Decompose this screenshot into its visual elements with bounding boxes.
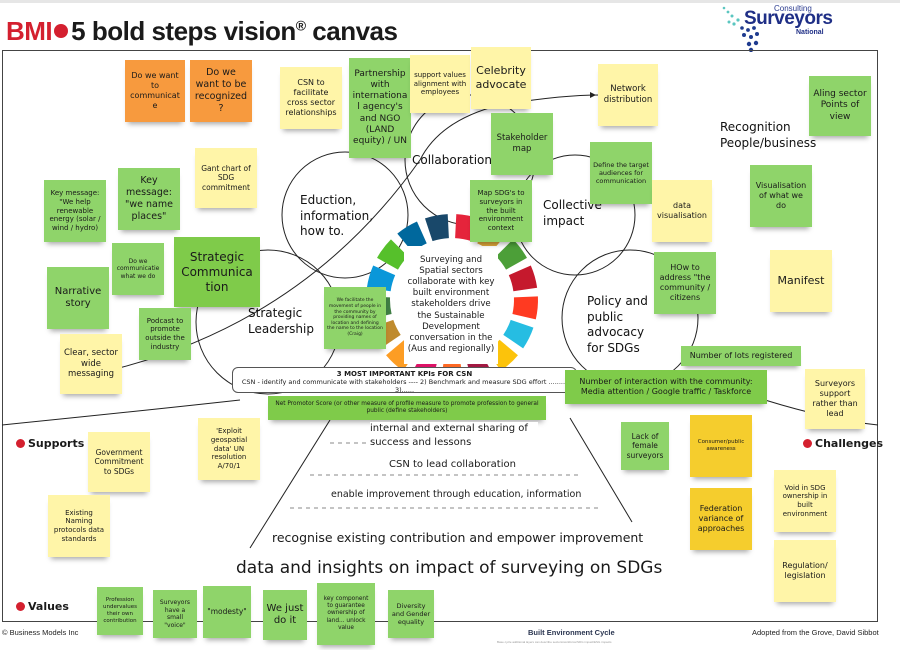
note-key-places[interactable]: Key message: "we name places": [118, 168, 180, 230]
note-female[interactable]: Lack of female surveyors: [621, 422, 669, 470]
note-map-sdg[interactable]: Map SDG's to surveyors in the built envi…: [470, 180, 532, 242]
sdg-segment: [397, 221, 427, 253]
note-podcast[interactable]: Podcast to promote outside the industry: [139, 308, 191, 360]
note-clear-messaging[interactable]: Clear, sector wide messaging: [60, 334, 122, 394]
section-values-label: Values: [28, 600, 69, 613]
note-celebrity[interactable]: Celebrity advocate: [471, 47, 531, 109]
note-federation[interactable]: Federation variance of approaches: [690, 488, 752, 550]
sdg-segment: [496, 239, 527, 270]
note-narrative[interactable]: Narrative story: [47, 267, 109, 329]
education-circle: [281, 151, 409, 279]
note-void[interactable]: Void in SDG ownership in built environme…: [774, 470, 836, 532]
pyramid-level-5: data and insights on impact of surveying…: [236, 558, 663, 578]
circle-label-collective-impact: Collective impact: [543, 198, 602, 228]
note-undervalues[interactable]: Profession undervalues their own contrib…: [97, 587, 143, 635]
note-partnership[interactable]: Partnership with internationa l agency's…: [349, 58, 411, 158]
page-title: BMI 5 bold steps vision® canvas: [6, 16, 398, 47]
note-network[interactable]: Network distribution: [598, 64, 658, 126]
recognition-label: Recognition People/business: [720, 120, 817, 150]
pyramid-level-4: recognise existing contribution and empo…: [272, 530, 644, 545]
sdg-segment: [512, 296, 538, 320]
circle-label-policy: Policy and public advocacy for SDGs: [587, 294, 648, 355]
section-supports-label: Supports: [28, 437, 85, 450]
note-naming[interactable]: Existing Naming protocols data standards: [48, 495, 110, 557]
kpi-box: 3 MOST IMPORTANT KPIs FOR CSN CSN - iden…: [232, 367, 577, 394]
center-statement: Surveying and Spatial sectors collaborat…: [404, 246, 498, 364]
circle-label-education: Eduction, information, how to.: [300, 193, 374, 239]
section-values: Values: [16, 600, 69, 613]
pyramid-level-1: internal and external sharing of success…: [370, 422, 538, 450]
note-how-address[interactable]: HOw to address "the community / citizens: [654, 252, 716, 314]
sdg-segment: [366, 265, 396, 292]
bullet-icon: [16, 439, 25, 448]
brand-bmi: BMI: [6, 16, 53, 46]
pyramid-level-3: enable improvement through education, in…: [327, 489, 586, 500]
note-key-component[interactable]: key component to guarantee ownership of …: [317, 583, 375, 645]
brand-dot-icon: [54, 24, 69, 38]
note-csn-facilitate[interactable]: CSN to facilitate cross sector relations…: [280, 67, 342, 129]
top-bar: [0, 0, 900, 3]
note-aling[interactable]: Aling sector Points of view: [809, 76, 871, 136]
registered-mark: ®: [295, 17, 306, 34]
note-data-visualisation[interactable]: data visualisation: [652, 180, 712, 242]
note-net-promotor[interactable]: Net Promotor Score (or other measure of …: [268, 396, 546, 420]
sdg-segment: [503, 319, 534, 349]
circle-label-collaboration: Collaboration: [412, 153, 492, 167]
kpi-title: 3 MOST IMPORTANT KPIs FOR CSN: [336, 370, 473, 378]
note-gant[interactable]: Gant chart of SDG commitment: [195, 148, 257, 208]
footer-copyright: © Business Models Inc: [2, 628, 79, 637]
sdg-segment: [424, 214, 449, 242]
note-do-we-communicate[interactable]: Do we communicatie what we do: [112, 243, 164, 295]
pyramid-level-2: CSN to lead collaboration: [385, 459, 520, 470]
logo-line3: National: [796, 29, 824, 36]
circle-label-leadership: Strategic Leadership: [248, 306, 314, 336]
note-key-renewable[interactable]: Key message: "We help renewable energy (…: [44, 180, 106, 242]
connector-arc: [89, 94, 601, 376]
note-modesty[interactable]: "modesty": [203, 586, 251, 638]
bullet-icon: [803, 439, 812, 448]
csn-logo: Consulting Surveyors National: [718, 2, 878, 52]
note-define-audiences[interactable]: Define the target audiences for communic…: [590, 142, 652, 204]
note-interaction[interactable]: Number of interaction with the community…: [565, 370, 767, 404]
note-diversity[interactable]: Diversity and Gender equality: [388, 590, 434, 638]
title-text: 5 bold steps vision: [71, 16, 296, 46]
sdg-segment: [508, 265, 538, 292]
note-visualisation-what[interactable]: Visualisation of what we do: [750, 165, 812, 227]
note-support-values[interactable]: support values alignment with employees: [410, 55, 470, 113]
kpi-line: CSN - identify and communicate with stak…: [241, 378, 568, 394]
note-surveyors-support[interactable]: Surveyors support rather than lead: [805, 369, 865, 429]
footer-title: Built Environment Cycle: [528, 628, 615, 637]
note-recognized[interactable]: Do we want to be recognized?: [190, 60, 252, 122]
logo-dots-icon: [722, 6, 759, 52]
section-challenges-label: Challenges: [815, 437, 884, 450]
note-communicate[interactable]: Do we want to communicate: [125, 60, 185, 122]
note-just-do-it[interactable]: We just do it: [263, 590, 307, 640]
section-supports: Supports: [16, 437, 84, 450]
note-consumer[interactable]: Consumer/public awareness: [690, 415, 752, 477]
sdg-segment: [377, 239, 408, 270]
note-strategic-communication[interactable]: Strategic Communica tion: [174, 237, 260, 307]
bullet-icon: [16, 602, 25, 611]
logo-line2: Surveyors: [744, 8, 833, 29]
title-end: canvas: [305, 16, 398, 46]
note-exploit[interactable]: 'Exploit geospatial data' UN resolution …: [198, 418, 260, 480]
note-lots-registered[interactable]: Number of lots registered: [681, 346, 801, 366]
canvas-frame: [2, 50, 878, 622]
note-regulation[interactable]: Regulation/ legislation: [774, 540, 836, 602]
logo-line1: Consulting: [774, 4, 812, 13]
note-small-voice[interactable]: Surveyors have a small "voice": [153, 590, 197, 638]
footer-attribution: Adopted from the Grove, David Sibbot: [752, 628, 879, 637]
note-government[interactable]: Government Commitment to SDGs: [88, 432, 150, 492]
note-manifest[interactable]: Manifest: [770, 250, 832, 312]
note-stakeholder-map[interactable]: Stakeholder map: [491, 113, 553, 175]
note-facilitate-movement[interactable]: We facilitate the movement of people in …: [324, 287, 386, 349]
footer-subtitle: Base cycle additional layers can describ…: [497, 640, 612, 644]
section-challenges: Challenges: [803, 437, 883, 450]
